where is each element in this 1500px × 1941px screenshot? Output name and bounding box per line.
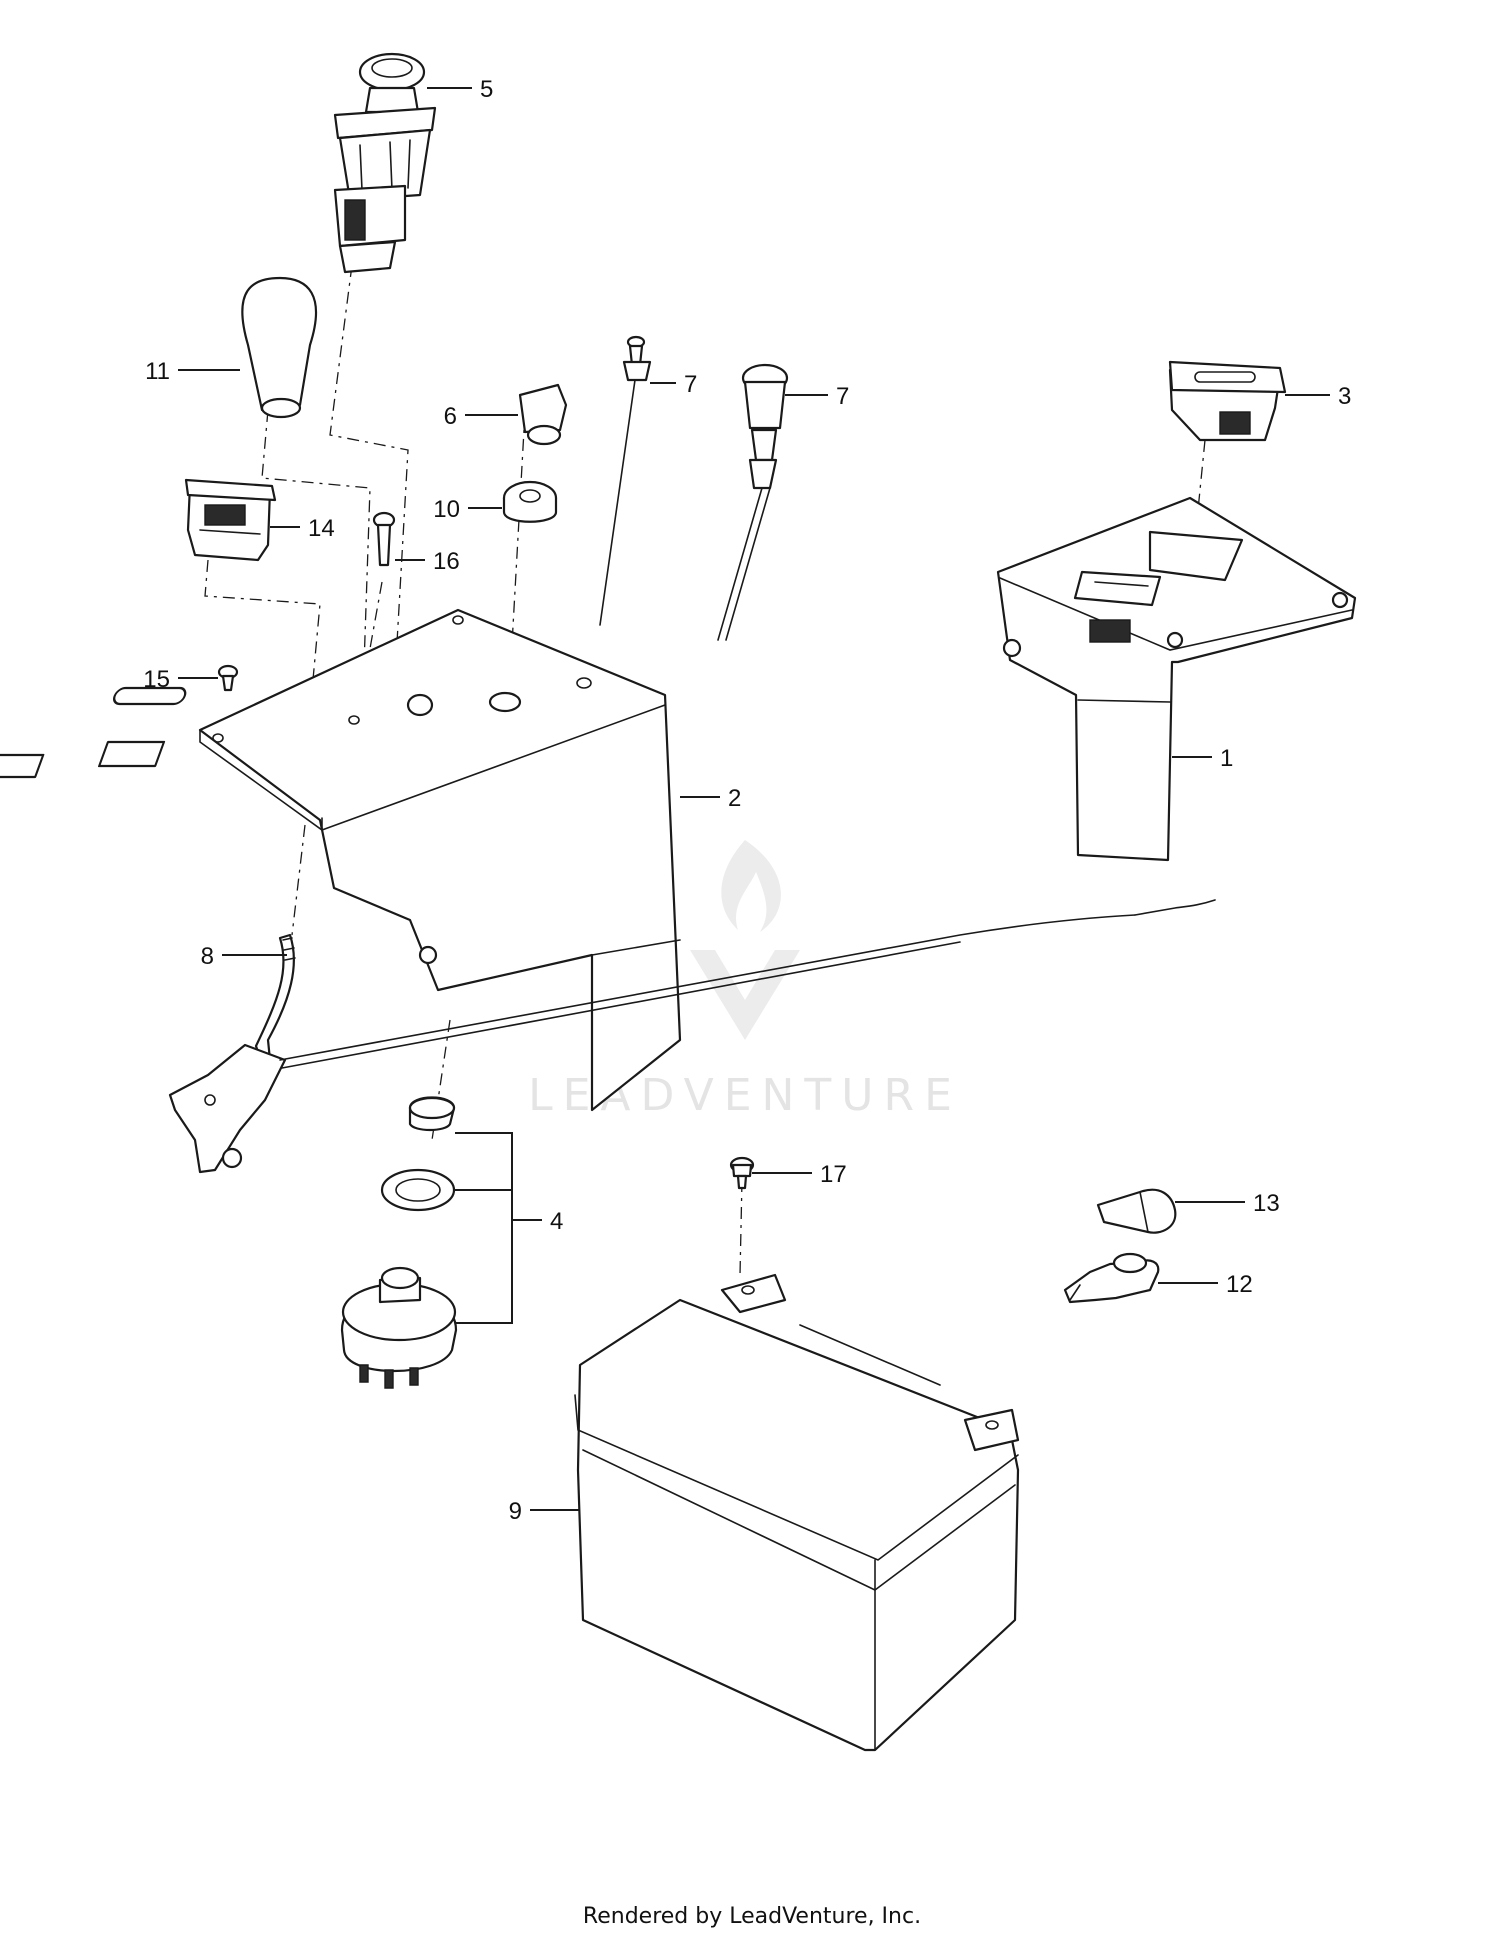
callout-14: 14 xyxy=(308,515,335,542)
callout-10: 10 xyxy=(433,496,460,523)
callout-12: 12 xyxy=(1226,1271,1253,1298)
choke-cable-7b xyxy=(717,363,789,641)
right-bracket xyxy=(996,496,1357,862)
leader-lines xyxy=(178,87,1330,1511)
callout-11: 11 xyxy=(145,358,170,385)
watermark-logo xyxy=(690,840,800,1040)
battery-9 xyxy=(574,1273,1020,1752)
callout-7-b: 7 xyxy=(836,383,849,410)
grommet-10 xyxy=(502,480,558,523)
callout-1: 1 xyxy=(1220,745,1233,772)
screw-16 xyxy=(372,511,396,567)
footer-credit: Rendered by LeadVenture, Inc. xyxy=(583,1904,921,1929)
callout-8: 8 xyxy=(201,943,214,970)
callout-3: 3 xyxy=(1338,383,1351,410)
callout-13: 13 xyxy=(1253,1190,1280,1217)
bolt-17 xyxy=(729,1156,755,1190)
shift-knob-11 xyxy=(241,276,318,419)
lever-assembly-8 xyxy=(168,899,1216,1174)
callout-7-a: 7 xyxy=(684,371,697,398)
terminal-cover-13 xyxy=(1096,1188,1177,1234)
screw-15 xyxy=(217,664,239,692)
callout-9: 9 xyxy=(509,1498,522,1525)
choke-knob-6 xyxy=(518,383,568,446)
console-panel xyxy=(0,608,682,1112)
terminal-cover-12 xyxy=(1063,1252,1160,1304)
callout-15: 15 xyxy=(143,666,170,693)
rocker-switch-14 xyxy=(184,478,277,562)
callout-16: 16 xyxy=(433,548,460,575)
callout-17: 17 xyxy=(820,1161,847,1188)
rocker-switch-3 xyxy=(1168,360,1287,442)
callout-4: 4 xyxy=(550,1208,563,1235)
callout-5: 5 xyxy=(480,76,493,103)
callout-6: 6 xyxy=(444,403,457,430)
throttle-cable-7a xyxy=(599,335,652,626)
callout-labels: 5 11 7 7 6 3 10 14 16 15 1 2 8 4 17 13 1… xyxy=(143,76,1351,1525)
ignition-switch-4 xyxy=(340,1096,458,1389)
push-switch-5 xyxy=(333,52,437,274)
callout-2: 2 xyxy=(728,785,741,812)
